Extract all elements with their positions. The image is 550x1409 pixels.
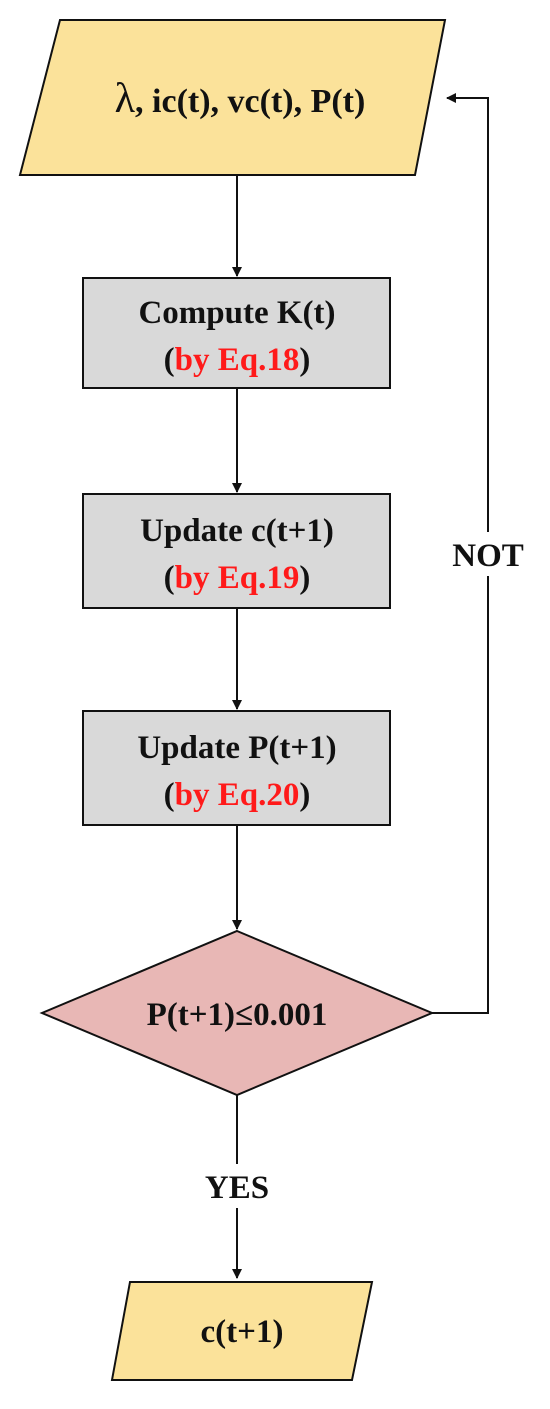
step2-reference: (by Eq.19): [164, 560, 311, 596]
step3-eq-ref: by Eq.20: [175, 777, 300, 813]
lambda-symbol: λ: [115, 76, 136, 122]
step2-eq-ref: by Eq.19: [175, 560, 300, 596]
output-parallelogram: [110, 1281, 374, 1381]
step1-eq-ref: by Eq.18: [175, 342, 300, 378]
step2-process-box: [82, 493, 391, 609]
yes-label-background: [192, 1164, 282, 1208]
step3-line1: Update P(t+1): [137, 730, 336, 766]
input-parallelogram: [18, 19, 447, 176]
input-label: λ, ic(t), vc(t), P(t): [115, 76, 366, 122]
input-variables: , ic(t), vc(t), P(t): [135, 83, 365, 120]
step1-reference: (by Eq.18): [164, 342, 311, 378]
not-label-background: [440, 532, 536, 576]
yes-label: YES: [205, 1170, 269, 1206]
step1-process-box: [82, 277, 391, 389]
step3-process-box: [82, 710, 391, 826]
output-label: c(t+1): [201, 1314, 284, 1350]
step2-line1: Update c(t+1): [140, 513, 334, 549]
decision-condition: P(t+1)≤0.001: [147, 997, 328, 1033]
not-label: NOT: [452, 538, 524, 574]
step3-reference: (by Eq.20): [164, 777, 311, 813]
step1-line1: Compute K(t): [138, 295, 335, 331]
